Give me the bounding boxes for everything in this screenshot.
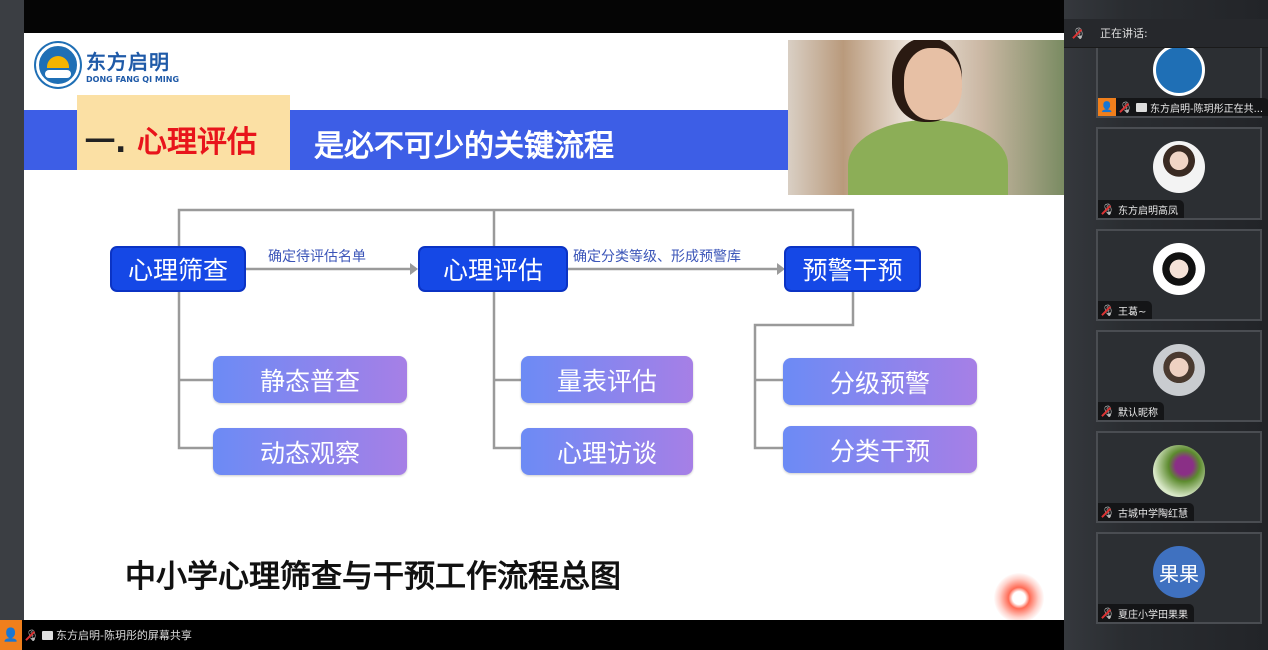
sub-step: 分级预警 xyxy=(783,358,977,405)
mic-muted-icon: 🎙 xyxy=(1119,100,1133,114)
top-bar xyxy=(24,0,1064,33)
brand-name-en: DONG FANG QI MING xyxy=(86,75,180,84)
user-icon: 👤 xyxy=(1098,98,1116,116)
step-assessment: 心理评估 xyxy=(418,246,568,292)
shared-slide: 东方启明 DONG FANG QI MING 一. 心理评估 是必不可少的关键流… xyxy=(24,33,1064,620)
section-title: 心理评估 xyxy=(137,125,257,160)
diagram-title: 中小学心理筛查与干预工作流程总图 xyxy=(125,559,621,595)
sub-step: 心理访谈 xyxy=(521,428,693,475)
share-status-bar: 👤 🎙 东方启明-陈玥彤的屏幕共享 xyxy=(0,620,1064,650)
avatar xyxy=(1153,44,1205,96)
avatar xyxy=(1153,243,1205,295)
section-subtitle: 是必不可少的关键流程 xyxy=(314,129,614,164)
sub-step: 动态观察 xyxy=(213,428,407,475)
share-label: 东方启明-陈玥彤的屏幕共享 xyxy=(55,629,192,642)
arrow-label-1: 确定待评估名单 xyxy=(268,249,366,265)
flow-connectors xyxy=(177,208,855,450)
step-intervention: 预警干预 xyxy=(784,246,921,292)
participant-tile[interactable]: 🎙古城中学陶红慧 xyxy=(1096,431,1262,523)
mic-muted-icon[interactable]: 🎙 xyxy=(25,628,39,642)
speaking-label: 正在讲话: xyxy=(1099,27,1148,40)
brand-name-cn: 东方启明 xyxy=(86,50,170,74)
participant-name: 夏庄小学田果果 xyxy=(1117,609,1188,621)
mic-muted-icon: 🎙 xyxy=(1101,606,1115,620)
avatar xyxy=(1153,445,1205,497)
left-strip xyxy=(0,0,24,620)
sub-step: 静态普查 xyxy=(213,356,407,403)
arrow-label-2: 确定分类等级、形成预警库 xyxy=(573,249,741,265)
sub-step: 量表评估 xyxy=(521,356,693,403)
mic-muted-icon: 🎙 xyxy=(1101,202,1115,216)
screen-share-icon xyxy=(1135,102,1147,112)
avatar xyxy=(1153,344,1205,396)
participant-name: 古城中学陶红慧 xyxy=(1117,508,1188,520)
mic-muted-icon: 🎙 xyxy=(1101,404,1115,418)
participants-panel: 🎙 正在讲话: 👤🎙东方启明-陈玥彤正在共... 🎙东方启明高凤 🎙王葛~ 🎙默… xyxy=(1064,0,1268,650)
laser-pointer xyxy=(994,573,1044,620)
speaking-bar: 🎙 正在讲话: xyxy=(1064,19,1268,48)
participant-name: 默认昵称 xyxy=(1117,407,1158,419)
participant-tile[interactable]: 🎙王葛~ xyxy=(1096,229,1262,321)
participant-tile[interactable]: 果果 🎙夏庄小学田果果 xyxy=(1096,532,1262,624)
participant-name: 东方启明高凤 xyxy=(1117,205,1178,217)
brand-logo: 东方启明 DONG FANG QI MING xyxy=(36,43,179,87)
mic-muted-icon[interactable]: 🎙 xyxy=(1072,26,1086,40)
presenter-video xyxy=(788,40,1064,195)
participant-name: 王葛~ xyxy=(1117,306,1147,318)
mic-muted-icon: 🎙 xyxy=(1101,303,1115,317)
participant-tile[interactable]: 🎙东方启明高凤 xyxy=(1096,127,1262,220)
user-icon: 👤 xyxy=(0,620,22,650)
avatar-text: 果果 xyxy=(1153,546,1205,598)
avatar xyxy=(1153,141,1205,193)
mic-muted-icon: 🎙 xyxy=(1101,505,1115,519)
step-screening: 心理筛查 xyxy=(110,246,246,292)
screen-share-icon xyxy=(41,630,53,640)
participant-tile[interactable]: 🎙默认昵称 xyxy=(1096,330,1262,422)
sub-step: 分类干预 xyxy=(783,426,977,473)
section-number: 一. xyxy=(85,125,127,160)
section-label-box: 一. 心理评估 xyxy=(77,95,290,170)
logo-emblem-icon xyxy=(36,43,80,87)
participant-name: 东方启明-陈玥彤正在共... xyxy=(1149,103,1264,115)
